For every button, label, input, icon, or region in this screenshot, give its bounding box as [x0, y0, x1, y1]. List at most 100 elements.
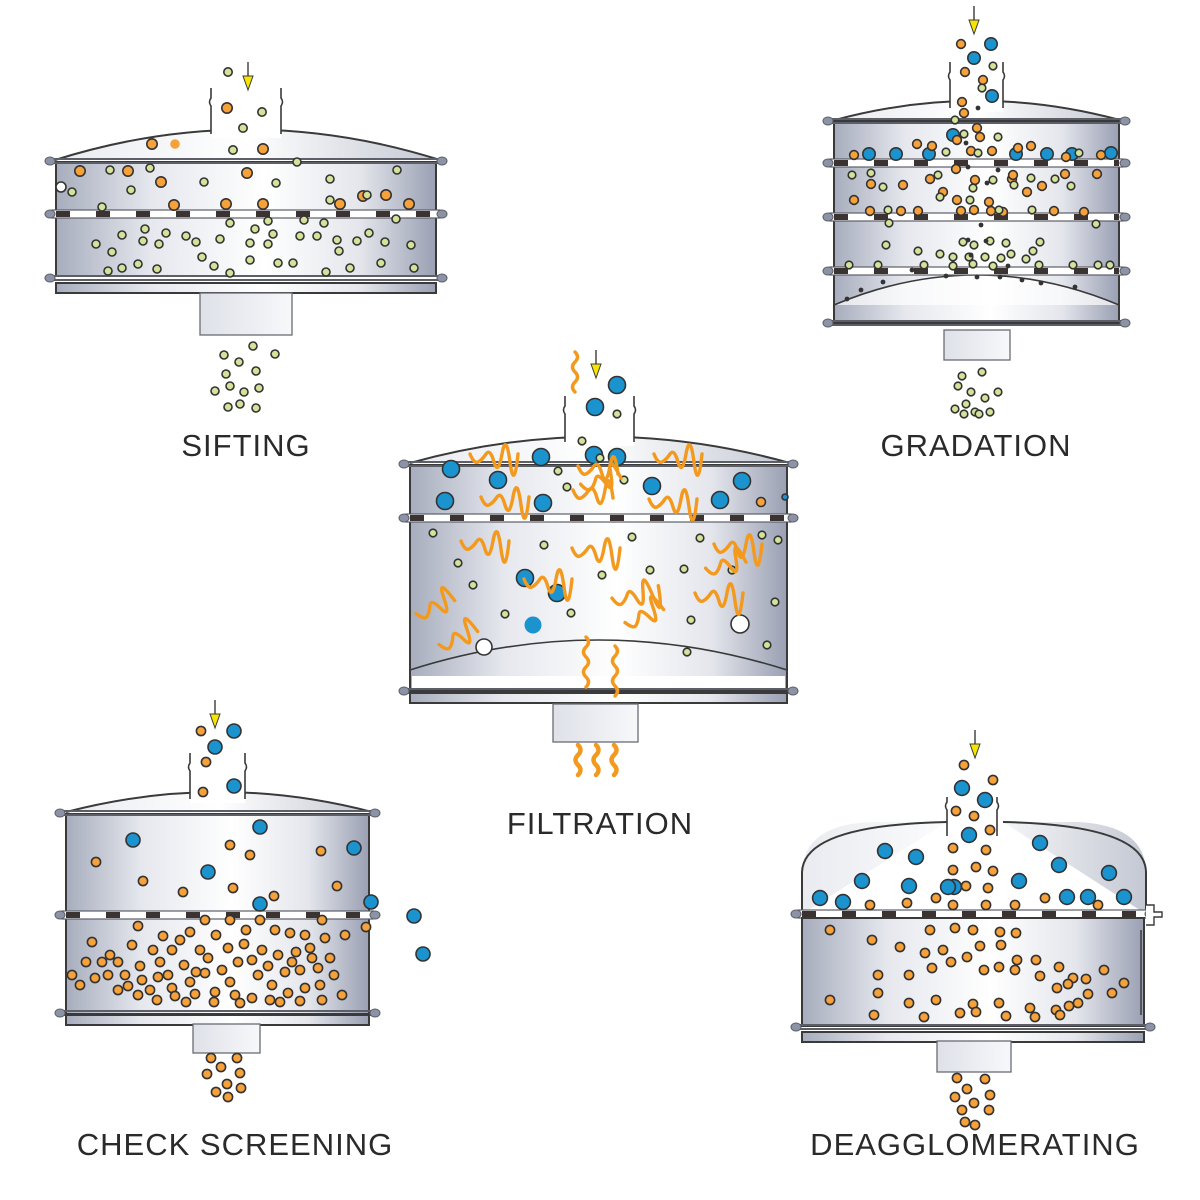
coarse-particle — [112, 956, 124, 968]
coarse-particle — [958, 107, 970, 119]
coarse-particle — [970, 1006, 982, 1018]
coarse-particle — [1039, 892, 1051, 904]
clamp-knob — [787, 459, 799, 469]
coarse-particle — [154, 956, 166, 968]
fine-particle — [866, 168, 876, 178]
fine-particle — [91, 239, 101, 249]
fine-particle — [299, 215, 309, 225]
oversize-particle — [900, 877, 918, 895]
coarse-particle — [967, 924, 979, 936]
label-gradation: GRADATION — [880, 428, 1072, 463]
fine-particle — [392, 165, 402, 175]
oversize-particle — [966, 50, 981, 65]
coarse-particle — [262, 960, 274, 972]
oversize-particle — [200, 864, 216, 880]
fine-particle — [409, 263, 419, 273]
oversize-particle — [834, 893, 852, 911]
side-fitting — [1146, 904, 1163, 926]
dust-particle — [1072, 284, 1078, 290]
fine-particle — [645, 565, 655, 575]
fine-particle — [966, 387, 976, 397]
fine-particle — [566, 608, 576, 618]
oversize-particle — [252, 896, 268, 912]
fine-particle — [873, 260, 883, 270]
fine-particle — [273, 258, 283, 268]
coarse-particle — [144, 984, 156, 996]
fine-particle — [980, 393, 990, 403]
fine-particle — [935, 192, 945, 202]
coarse-particle — [200, 756, 212, 768]
coarse-particle — [290, 946, 302, 958]
fine-particle — [256, 107, 267, 118]
fine-particle — [295, 231, 305, 241]
fine-particle — [225, 381, 235, 391]
oversize-particle — [363, 894, 379, 910]
dust-particle — [965, 164, 971, 170]
fine-particle — [219, 350, 229, 360]
coarse-particle — [209, 986, 221, 998]
coarse-particle — [168, 199, 181, 212]
coarse-particle — [1051, 982, 1063, 994]
coarse-particle — [1029, 1011, 1041, 1023]
coarse-particle — [974, 940, 986, 952]
coarse-particle — [1078, 206, 1090, 218]
fine-particle — [1001, 238, 1011, 248]
coarse-particle — [911, 138, 923, 150]
fine-particle — [117, 230, 127, 240]
highlight-strip — [412, 676, 785, 689]
dome-outline — [1002, 821, 1147, 914]
feed-arrow-icon — [242, 75, 254, 92]
oversize-particle — [585, 397, 605, 417]
fine-particle — [933, 170, 943, 180]
fine-particle — [191, 237, 201, 247]
fine-particle — [500, 609, 510, 619]
fine-particle — [993, 132, 1003, 142]
coarse-particle — [246, 992, 258, 1004]
fine-particle — [225, 218, 235, 228]
inlet-wall — [208, 88, 212, 134]
coarse-particle — [848, 149, 860, 161]
fine-particle — [985, 407, 995, 417]
clamp-knob — [790, 1022, 802, 1032]
fine-particle — [209, 261, 219, 271]
fine-particle — [1093, 260, 1103, 270]
oversize-particle — [781, 493, 789, 501]
fine-particle — [980, 252, 990, 262]
dust-particle — [978, 222, 984, 228]
oversize-particle — [1050, 856, 1068, 874]
oversize-particle — [1031, 834, 1049, 852]
oversize-particle — [226, 723, 242, 739]
dust-particle — [909, 267, 915, 273]
coarse-particle — [315, 845, 327, 857]
coarse-particle — [324, 952, 336, 964]
clamp-knob — [369, 910, 381, 920]
fine-particle — [1021, 254, 1031, 264]
coarse-particle — [955, 205, 967, 217]
coarse-particle — [980, 844, 992, 856]
coarse-particle — [126, 939, 138, 951]
coarse-particle — [983, 1104, 995, 1116]
coarse-particle — [949, 922, 961, 934]
coarse-particle — [189, 988, 201, 1000]
coarse-particle — [90, 856, 102, 868]
dome-outline — [801, 821, 948, 914]
clamp-knob — [822, 158, 834, 168]
fine-particle — [312, 231, 322, 241]
inlet-wall — [633, 396, 637, 442]
fine-particle — [881, 240, 891, 250]
oversize-particle — [346, 840, 362, 856]
coarse-particle — [1080, 973, 1092, 985]
fine-particle — [364, 228, 374, 238]
fine-particle — [221, 369, 231, 379]
fine-particle — [428, 528, 438, 538]
coarse-particle — [924, 173, 936, 185]
fine-particle — [1091, 219, 1101, 229]
oversize-particle — [876, 842, 894, 860]
oversize-particle — [524, 616, 542, 634]
coarse-particle — [968, 810, 980, 822]
coarse-particle — [993, 961, 1005, 973]
coarse-particle — [319, 932, 331, 944]
coarse-particle — [272, 949, 284, 961]
coarse-particle — [132, 989, 144, 1001]
coarse-particle — [960, 880, 972, 892]
